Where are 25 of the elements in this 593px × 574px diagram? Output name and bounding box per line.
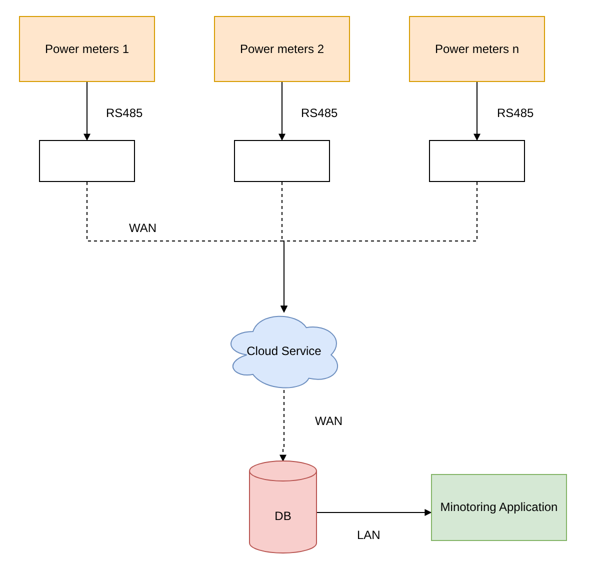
process-box: [409, 16, 545, 82]
arrow: [474, 82, 480, 141]
edge-label: LAN: [356, 528, 382, 542]
empty-box: [234, 140, 330, 182]
process-box: [214, 16, 350, 82]
node-label: DB: [274, 508, 292, 524]
node-label: Power meters 1: [44, 40, 130, 58]
arrow: [84, 82, 90, 141]
arrow: [280, 182, 478, 313]
empty-box: [39, 140, 135, 182]
edge-label: RS485: [105, 106, 144, 120]
arrow: [316, 509, 432, 516]
process-box: [431, 474, 567, 541]
edge-label: WAN: [128, 221, 158, 235]
edge-label: RS485: [496, 106, 535, 120]
node-label: Power meters n: [434, 40, 520, 58]
node-label: Minotoring Application: [440, 499, 558, 516]
node-label: Power meters 2: [240, 40, 324, 58]
empty-box: [429, 140, 525, 182]
node-label: Cloud Service: [246, 342, 322, 360]
arrow: [280, 390, 286, 462]
arrow: [278, 82, 286, 141]
edge-label: RS485: [300, 106, 339, 120]
process-box: [19, 16, 155, 82]
edge-label: WAN: [314, 414, 344, 428]
